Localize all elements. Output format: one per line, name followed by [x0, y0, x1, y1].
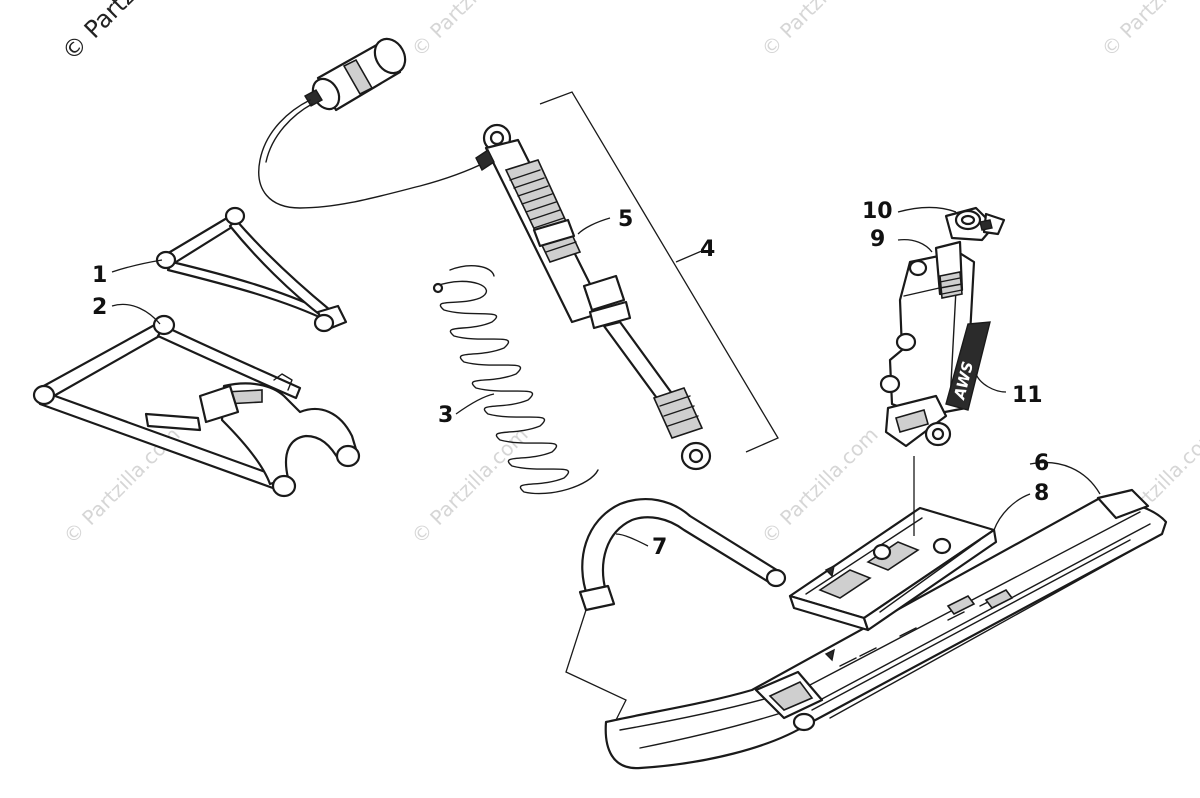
watermark-faint-2: © Partzilla.com: [757, 0, 883, 62]
ski: [604, 488, 1168, 770]
callout-11: 11: [1012, 383, 1043, 408]
callout-4: 4: [700, 237, 715, 262]
ski-loop: [578, 498, 787, 612]
callout-leaders: [111, 206, 1101, 721]
watermark-faint-1: © Partzilla.com: [407, 0, 533, 62]
watermark-faint-6: © Partzilla.com: [757, 422, 883, 548]
coil-spring: [432, 265, 599, 495]
callout-5: 5: [618, 207, 633, 232]
spindle-clamp: [944, 206, 1006, 242]
callout-6: 6: [1034, 451, 1049, 476]
callout-9: 9: [870, 227, 885, 252]
watermark-faint-3: © Partzilla.com: [1097, 0, 1200, 62]
spindle-assembly: AWS: [879, 206, 1006, 536]
callout-8: 8: [1034, 481, 1049, 506]
assembly-bracket-4: [539, 91, 779, 453]
lower-a-arm: [32, 314, 361, 498]
callout-10: 10: [862, 199, 893, 224]
callout-3: 3: [438, 403, 453, 428]
upper-a-arm: [155, 206, 348, 333]
callout-7: 7: [652, 535, 667, 560]
shock-reservoir: [304, 37, 407, 112]
ski-saddle: [788, 506, 998, 632]
shock-absorber: [258, 37, 712, 471]
corner-watermark: © Partzilla.com: [56, 0, 207, 66]
callout-numbers: 1 2 3 4 5 6 7 8 9 10 11: [92, 199, 1049, 560]
callout-1: 1: [92, 263, 107, 288]
watermark-faint-5: © Partzilla.com: [407, 422, 533, 548]
spindle: [879, 240, 976, 448]
callout-2: 2: [92, 295, 107, 320]
ski-assembly: [604, 488, 1168, 770]
